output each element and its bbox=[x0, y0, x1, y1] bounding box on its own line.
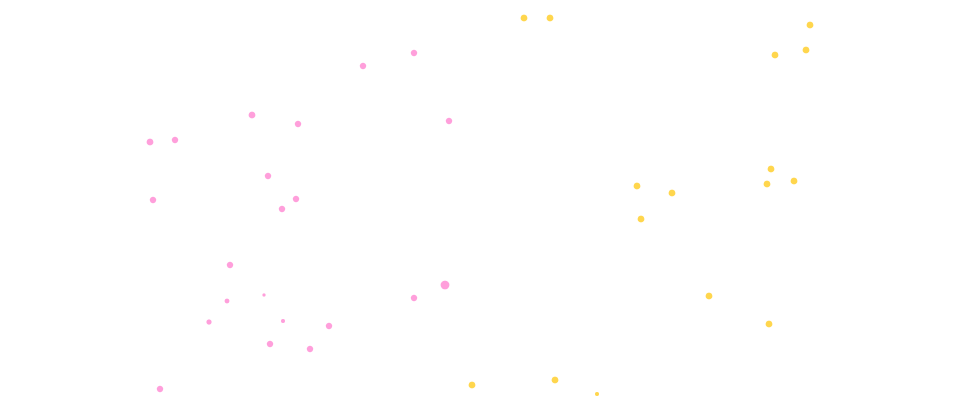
pink-dot bbox=[292, 195, 300, 203]
pink-dot bbox=[294, 120, 302, 128]
pink-dots-group bbox=[146, 49, 453, 393]
pink-dot bbox=[410, 294, 418, 302]
pink-dot bbox=[306, 345, 314, 353]
yellow-dot bbox=[637, 215, 645, 223]
pink-dot bbox=[224, 298, 230, 304]
yellow-dot bbox=[806, 21, 814, 29]
yellow-dot bbox=[468, 381, 476, 389]
pink-dot bbox=[325, 322, 333, 330]
pink-dot bbox=[278, 205, 286, 213]
yellow-dots-group bbox=[468, 14, 814, 396]
pink-dot bbox=[440, 280, 450, 290]
yellow-dot bbox=[668, 189, 676, 197]
yellow-dot bbox=[705, 292, 713, 300]
yellow-dot bbox=[551, 376, 559, 384]
pink-dot bbox=[206, 319, 212, 325]
yellow-dot bbox=[595, 392, 599, 396]
pink-dot bbox=[156, 385, 164, 393]
yellow-dot bbox=[546, 14, 554, 22]
pink-dot bbox=[226, 261, 234, 269]
pink-dot bbox=[171, 136, 179, 144]
yellow-dot bbox=[763, 180, 771, 188]
yellow-dot bbox=[520, 14, 528, 22]
yellow-dot bbox=[802, 46, 810, 54]
pink-dot bbox=[264, 172, 272, 180]
pink-dot bbox=[149, 196, 157, 204]
pink-dot bbox=[410, 49, 418, 57]
pink-dot bbox=[266, 340, 274, 348]
yellow-dot bbox=[765, 320, 773, 328]
yellow-dot bbox=[790, 177, 798, 185]
pink-dot bbox=[146, 138, 154, 146]
pink-dot bbox=[359, 62, 367, 70]
pink-dot bbox=[445, 117, 453, 125]
pink-dot bbox=[281, 319, 285, 323]
yellow-dot bbox=[767, 165, 775, 173]
pink-dot bbox=[262, 293, 266, 297]
pink-dot bbox=[248, 111, 256, 119]
yellow-dot bbox=[771, 51, 779, 59]
yellow-dot bbox=[633, 182, 641, 190]
